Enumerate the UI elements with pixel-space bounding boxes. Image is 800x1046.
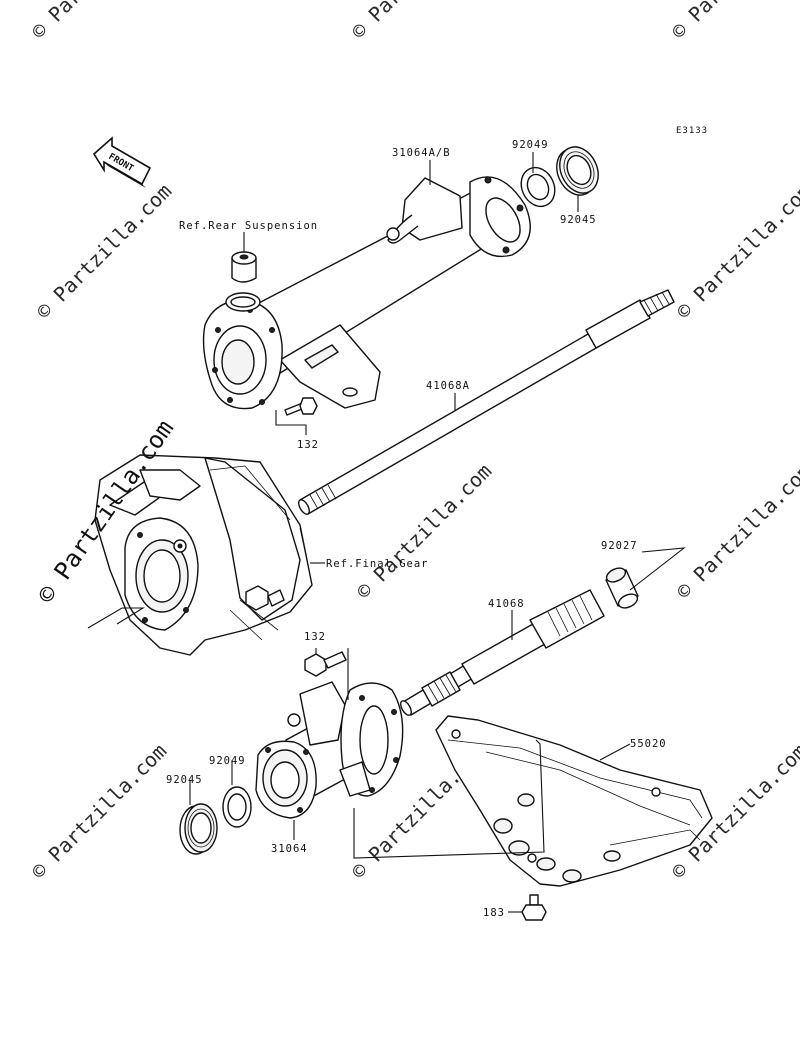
watermark-text: © Partzilla.com — [672, 459, 800, 604]
label-ref-final-gear: Ref.Final Gear — [326, 558, 429, 570]
label-41068a: 41068A — [426, 380, 470, 392]
axle-housing-lower — [255, 681, 404, 819]
bolt-183 — [521, 894, 547, 921]
label-92045-lower: 92045 — [166, 774, 203, 786]
label-31064: 31064 — [271, 843, 308, 855]
diagram-code: E3133 — [676, 126, 708, 136]
bolt-132-lower — [304, 651, 347, 677]
label-ref-rear-suspension: Ref.Rear Suspension — [179, 220, 318, 232]
label-92045-upper: 92045 — [560, 214, 597, 226]
label-92049-upper: 92049 — [512, 139, 549, 151]
label-132-lower: 132 — [304, 631, 326, 643]
label-183: 183 — [483, 907, 505, 919]
axle-shaft-41068 — [400, 589, 605, 716]
label-31064ab: 31064A/B — [392, 147, 451, 159]
final-gear-case — [94, 454, 313, 656]
watermark-text: © Partzilla.com — [667, 0, 800, 44]
suspension-bushing — [231, 251, 257, 283]
watermark-text: © Partzilla.com — [352, 459, 497, 604]
front-arrow-icon: FRONT — [92, 136, 152, 188]
bearing-92045-lower — [179, 803, 218, 855]
label-92027: 92027 — [601, 540, 638, 552]
axle-housing-upper — [202, 176, 531, 410]
watermark-text: © Partzilla.com — [27, 739, 172, 884]
label-92049-lower: 92049 — [209, 755, 246, 767]
label-41068: 41068 — [488, 598, 525, 610]
oil-seal-92049-lower — [222, 786, 252, 828]
watermark-text: © Partzilla.com — [347, 0, 492, 44]
watermark-text: © Partzilla.com — [27, 0, 172, 44]
leader-lines — [87, 152, 686, 913]
bolt-132-upper — [284, 397, 318, 416]
skid-plate-55020 — [435, 715, 713, 887]
axle-shaft-41068a — [298, 289, 675, 515]
watermark-text: © Partzilla.com — [672, 179, 800, 324]
bearing-92045-upper — [556, 146, 599, 196]
oil-seal-92049-upper — [520, 166, 556, 208]
part-labels: 31064A/B 92049 92045 Ref.Rear Suspension… — [166, 139, 667, 919]
spacer-92027 — [605, 567, 639, 609]
label-132-upper: 132 — [297, 439, 319, 451]
label-55020: 55020 — [630, 738, 667, 750]
watermark-text: © Partzilla.com — [32, 179, 177, 324]
